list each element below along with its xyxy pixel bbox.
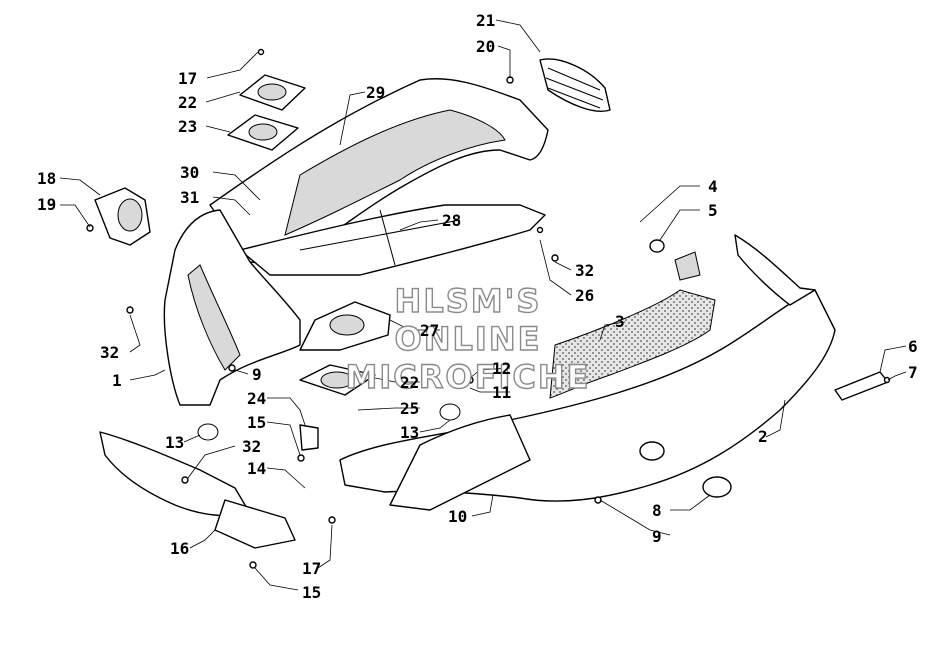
callout-32c: 32 [575, 261, 594, 280]
callout-19: 19 [37, 195, 56, 214]
callout-3: 3 [615, 312, 625, 331]
callout-26: 26 [575, 286, 594, 305]
callout-27: 27 [420, 321, 439, 340]
callout-20: 20 [476, 37, 495, 56]
callout-16: 16 [170, 539, 189, 558]
callout-15: 15 [247, 413, 266, 432]
callout-13b: 13 [400, 423, 419, 442]
callout-15b: 15 [302, 583, 321, 602]
callout-8: 8 [652, 501, 662, 520]
callout-7: 7 [908, 363, 918, 382]
callout-28: 28 [442, 211, 461, 230]
callout-18: 18 [37, 169, 56, 188]
callout-30: 30 [180, 163, 199, 182]
callout-31: 31 [180, 188, 199, 207]
callout-13: 13 [165, 433, 184, 452]
callout-32: 32 [100, 343, 119, 362]
callout-23: 23 [178, 117, 197, 136]
callout-29: 29 [366, 83, 385, 102]
callout-22: 22 [178, 93, 197, 112]
callout-14: 14 [247, 459, 266, 478]
callout-5: 5 [708, 201, 718, 220]
callout-32b: 32 [242, 437, 261, 456]
callout-25: 25 [400, 399, 419, 418]
callout-12: 12 [492, 359, 511, 378]
watermark: HLSM'S ONLINE MICROFICHE [345, 281, 591, 396]
callout-11: 11 [492, 383, 511, 402]
watermark-line-2: ONLINE [395, 320, 542, 358]
part-drawings [86, 48, 891, 569]
callout-21: 21 [476, 11, 495, 30]
callout-17: 17 [178, 69, 197, 88]
leader-lines [59, 19, 907, 591]
callout-1: 1 [112, 371, 122, 390]
callout-6: 6 [908, 337, 918, 356]
callout-22b: 22 [400, 373, 419, 392]
callout-10: 10 [448, 507, 467, 526]
callout-9: 9 [252, 365, 262, 384]
callout-24: 24 [247, 389, 266, 408]
callout-17b: 17 [302, 559, 321, 578]
callout-labels: 1 2 3 4 5 6 7 8 9 9 10 11 12 13 13 14 15… [37, 11, 918, 602]
callout-4: 4 [708, 177, 718, 196]
callout-9b: 9 [652, 527, 662, 546]
watermark-line-3: MICROFICHE [346, 358, 591, 396]
callout-2: 2 [758, 427, 768, 446]
watermark-line-1: HLSM'S [395, 282, 542, 320]
